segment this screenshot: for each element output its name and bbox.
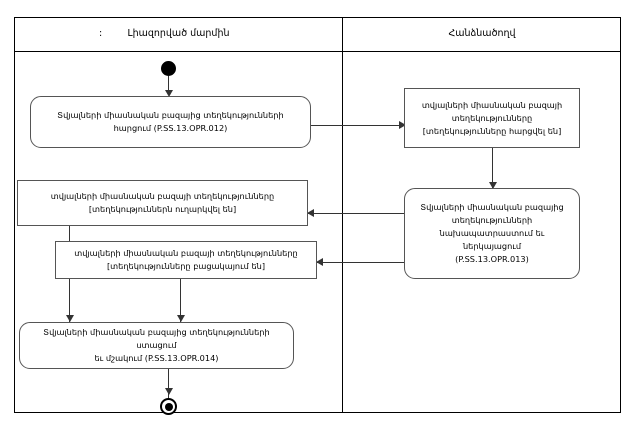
swimlane-frame xyxy=(14,17,621,413)
arrowhead-request-to-queried-object xyxy=(399,121,406,129)
edge-queried-object-to-prepare xyxy=(492,148,493,188)
edge-missing-object-to-receive xyxy=(180,279,181,322)
edge-request-to-queried-object xyxy=(311,125,405,126)
object-node-missing[interactable]: տվյալների միասնական բազայի տեղեկությունն… xyxy=(55,241,317,279)
initial-node xyxy=(161,61,176,76)
swimlane-left-title: Լիազորված մարմին xyxy=(127,28,230,39)
edge-prepare-to-missing-object xyxy=(317,262,405,263)
action-node-request-label: Տվյալների միասնական բազայից տեղեկություն… xyxy=(57,110,284,133)
swimlane-right-title: Հանձնածողվ xyxy=(448,28,516,39)
action-node-receive-label: Տվյալների միասնական բազայից տեղեկություն… xyxy=(43,327,270,363)
action-node-receive[interactable]: Տվյալների միասնական բազայից տեղեկություն… xyxy=(19,322,294,369)
edge-receive-to-end xyxy=(168,369,169,400)
action-node-prepare-label: Տվյալների միասնական բազայից տեղեկություն… xyxy=(420,202,564,264)
object-node-missing-label: տվյալների միասնական բազայի տեղեկությունն… xyxy=(74,248,298,271)
arrowhead-prepare-to-sent-object xyxy=(307,209,314,217)
arrowhead-missing-object-to-receive xyxy=(177,315,185,322)
swimlane-header-divider xyxy=(14,51,621,52)
swimlane-left-prefix: : xyxy=(99,28,103,39)
edge-start-to-request xyxy=(168,76,169,95)
arrowhead-queried-object-to-prepare xyxy=(489,182,497,189)
arrowhead-prepare-to-missing-object xyxy=(316,258,323,266)
object-node-sent[interactable]: տվյալների միասնական բազայի տեղեկությունն… xyxy=(17,180,308,226)
object-node-queried[interactable]: տվյալների միասնական բազայի տեղեկությունն… xyxy=(404,88,580,148)
final-node xyxy=(160,398,177,415)
action-node-prepare[interactable]: Տվյալների միասնական բազայից տեղեկություն… xyxy=(404,188,580,279)
arrowhead-sent-object-to-receive xyxy=(66,315,74,322)
edge-prepare-to-sent-object xyxy=(308,213,405,214)
object-node-queried-label: տվյալների միասնական բազայի տեղեկությունն… xyxy=(421,99,563,136)
swimlane-header-right: Հանձնածողվ xyxy=(343,25,621,43)
swimlane-header-left: : Լիազորված մարմին xyxy=(15,25,342,43)
action-node-request[interactable]: Տվյալների միասնական բազայից տեղեկություն… xyxy=(30,96,311,148)
arrowhead-receive-to-end xyxy=(165,388,173,395)
object-node-sent-label: տվյալների միասնական բազայի տեղեկությունն… xyxy=(50,191,275,214)
arrowhead-start-to-request xyxy=(165,90,173,97)
swimlane-vertical-divider xyxy=(342,17,343,413)
